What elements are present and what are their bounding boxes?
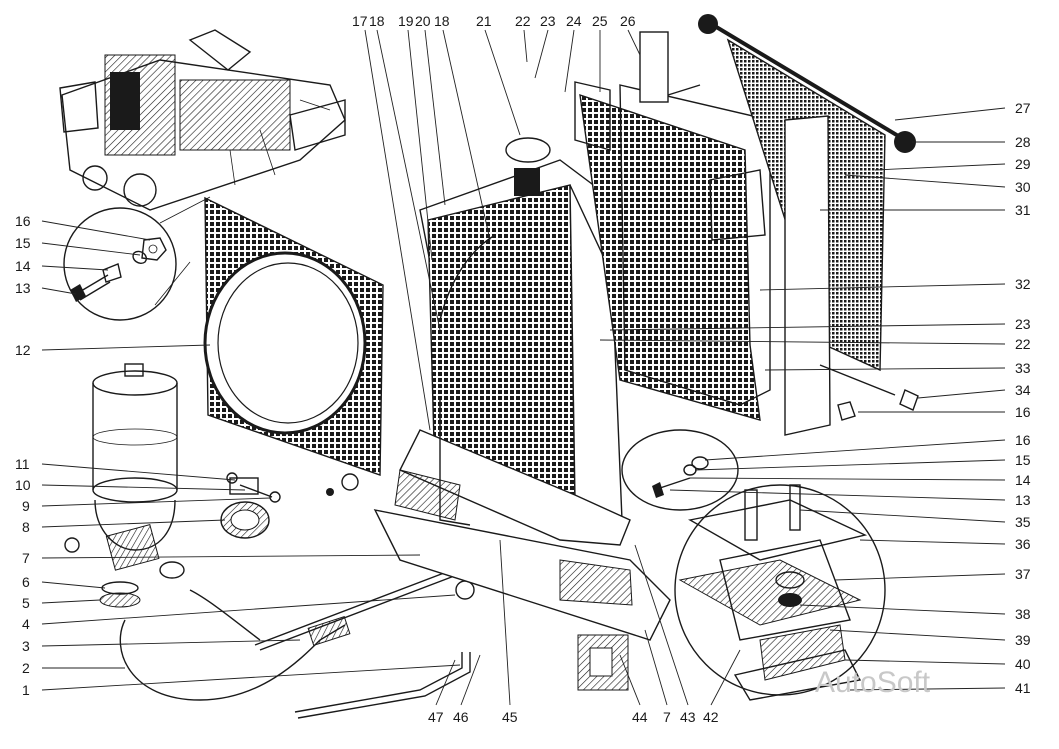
- callout-8: 8: [22, 519, 30, 535]
- callout-1: 1: [22, 682, 30, 698]
- callout-12: 12: [15, 342, 31, 358]
- engine-overview-illustration: [59, 29, 346, 211]
- callout-29: 29: [1015, 156, 1031, 172]
- callout-43: 43: [680, 709, 696, 725]
- right-fastener-detail: [621, 429, 739, 511]
- callout-37: 37: [1015, 566, 1031, 582]
- callout-40: 40: [1015, 656, 1031, 672]
- callout-30: 30: [1015, 179, 1031, 195]
- callout-34: 34: [1015, 382, 1031, 398]
- leader-lines: [41, 29, 1006, 706]
- callout-22-top: 22: [515, 13, 531, 29]
- callout-38: 38: [1015, 606, 1031, 622]
- rear-radiator-section: [574, 31, 771, 421]
- callout-47: 47: [428, 709, 444, 725]
- callout-13-right: 13: [1015, 492, 1031, 508]
- callout-27: 27: [1015, 100, 1031, 116]
- callout-9: 9: [22, 498, 30, 514]
- callout-20: 20: [415, 13, 431, 29]
- callout-23-top: 23: [540, 13, 556, 29]
- callout-35: 35: [1015, 514, 1031, 530]
- fan-shroud: [203, 196, 384, 496]
- callout-3: 3: [22, 638, 30, 654]
- callout-15-right: 15: [1015, 452, 1031, 468]
- callout-7: 7: [22, 550, 30, 566]
- callout-19: 19: [398, 13, 414, 29]
- callout-18: 18: [369, 13, 385, 29]
- callout-24: 24: [566, 13, 582, 29]
- callout-41: 41: [1015, 680, 1031, 696]
- callout-16-right-b: 16: [1015, 432, 1031, 448]
- callout-13: 13: [15, 280, 31, 296]
- callout-2: 2: [22, 660, 30, 676]
- callout-21: 21: [476, 13, 492, 29]
- callout-28: 28: [1015, 134, 1031, 150]
- hose-clamp: [220, 472, 281, 539]
- callout-25: 25: [592, 13, 608, 29]
- callout-17: 17: [352, 13, 368, 29]
- callout-42: 42: [703, 709, 719, 725]
- callout-6: 6: [22, 574, 30, 590]
- callout-16: 16: [15, 213, 31, 229]
- callout-26: 26: [620, 13, 636, 29]
- radiator-mounting-frame: [373, 469, 671, 691]
- callout-18-b: 18: [434, 13, 450, 29]
- mount-detail: [674, 484, 886, 701]
- drain-fittings-and-pipes: [64, 524, 475, 719]
- callout-16-right-a: 16: [1015, 404, 1031, 420]
- callout-45: 45: [502, 709, 518, 725]
- callouts-bottom: 47 46 45 44 7 43 42: [428, 709, 719, 725]
- callout-10: 10: [15, 477, 31, 493]
- callouts-top: 17 18 19 20 18 21 22 23 24 25 26: [352, 13, 636, 29]
- watermark-text: AutoSoft: [815, 666, 931, 699]
- callouts-right: 27 28 29 30 31 32 23 22 33 34 16 16 15 1…: [1015, 100, 1031, 696]
- callout-44: 44: [632, 709, 648, 725]
- callout-7-bottom: 7: [663, 709, 671, 725]
- callout-4: 4: [22, 616, 30, 632]
- left-fastener-detail: [63, 196, 211, 321]
- callout-36: 36: [1015, 536, 1031, 552]
- callout-15: 15: [15, 235, 31, 251]
- callout-5: 5: [22, 595, 30, 611]
- callout-31: 31: [1015, 202, 1031, 218]
- callout-23-right: 23: [1015, 316, 1031, 332]
- callout-22-right: 22: [1015, 336, 1031, 352]
- callout-11: 11: [15, 456, 30, 472]
- callout-14-right: 14: [1015, 472, 1031, 488]
- callout-14: 14: [15, 258, 31, 274]
- callouts-left: 16 15 14 13 12 11 10 9 8 7 6 5 4 3 2 1: [15, 213, 31, 698]
- callout-39: 39: [1015, 632, 1031, 648]
- callout-33: 33: [1015, 360, 1031, 376]
- callout-32: 32: [1015, 276, 1031, 292]
- callout-46: 46: [453, 709, 469, 725]
